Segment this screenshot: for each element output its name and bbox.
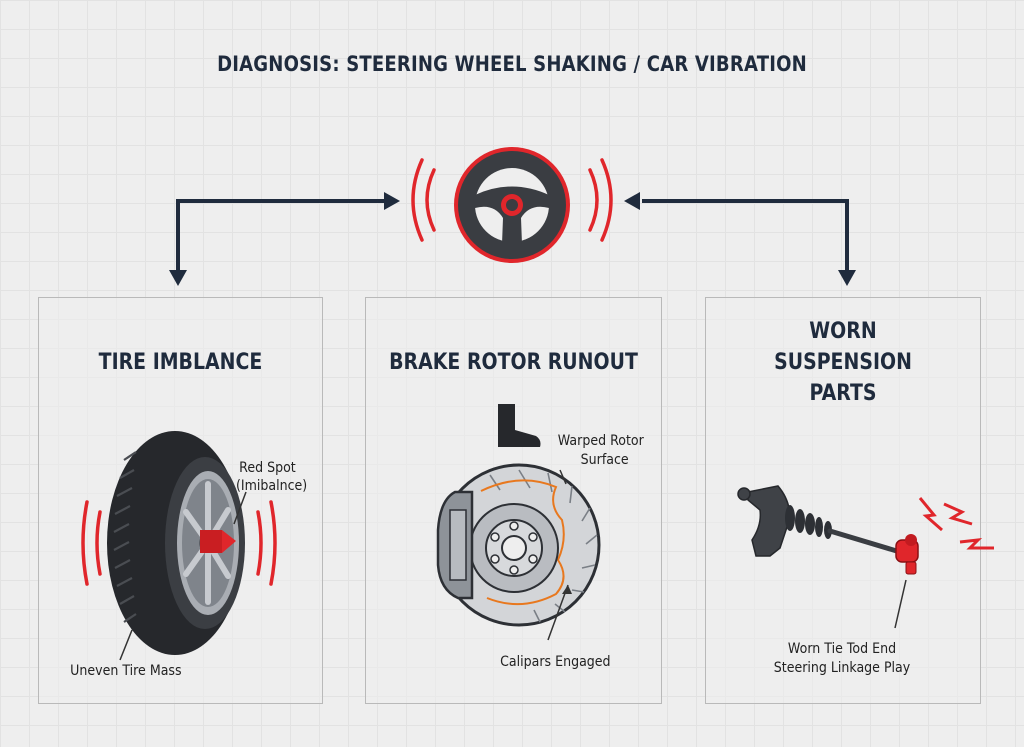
warped-rotor-label: Warped Rotor	[557, 433, 644, 449]
steering-linkage-label: Steering Linkage Play	[773, 660, 911, 676]
suspension-title-line2: SUSPENSION	[774, 350, 912, 375]
rotor-surface-label: Surface	[580, 452, 629, 468]
suspension-title-line1: WORN	[809, 319, 877, 344]
arrow-right-connector	[642, 199, 849, 270]
tire-panel-title: TIRE IMBLANCE	[98, 350, 263, 375]
suspension-title-line3: PARTS	[809, 381, 877, 406]
arrowhead-to-tire	[169, 270, 187, 286]
calipers-engaged-label: Calipars Engaged	[500, 654, 611, 670]
brake-panel-title: BRAKE ROTOR RUNOUT	[389, 350, 638, 375]
arrowhead-to-suspension	[838, 270, 856, 286]
uneven-mass-label: Uneven Tire Mass	[70, 663, 182, 679]
arrowhead-to-wheel-left	[384, 192, 400, 210]
arrowhead-to-wheel-right	[624, 192, 640, 210]
page-title: DIAGNOSIS: STEERING WHEEL SHAKING / CAR …	[217, 52, 807, 76]
imbalance-label: (Imibalnce)	[235, 478, 308, 494]
arrow-left-connector	[176, 199, 390, 270]
worn-tie-rod-label: Worn Tie Tod End	[787, 641, 897, 657]
boot-icon	[498, 404, 541, 447]
red-spot-label: Red Spot	[239, 460, 296, 476]
